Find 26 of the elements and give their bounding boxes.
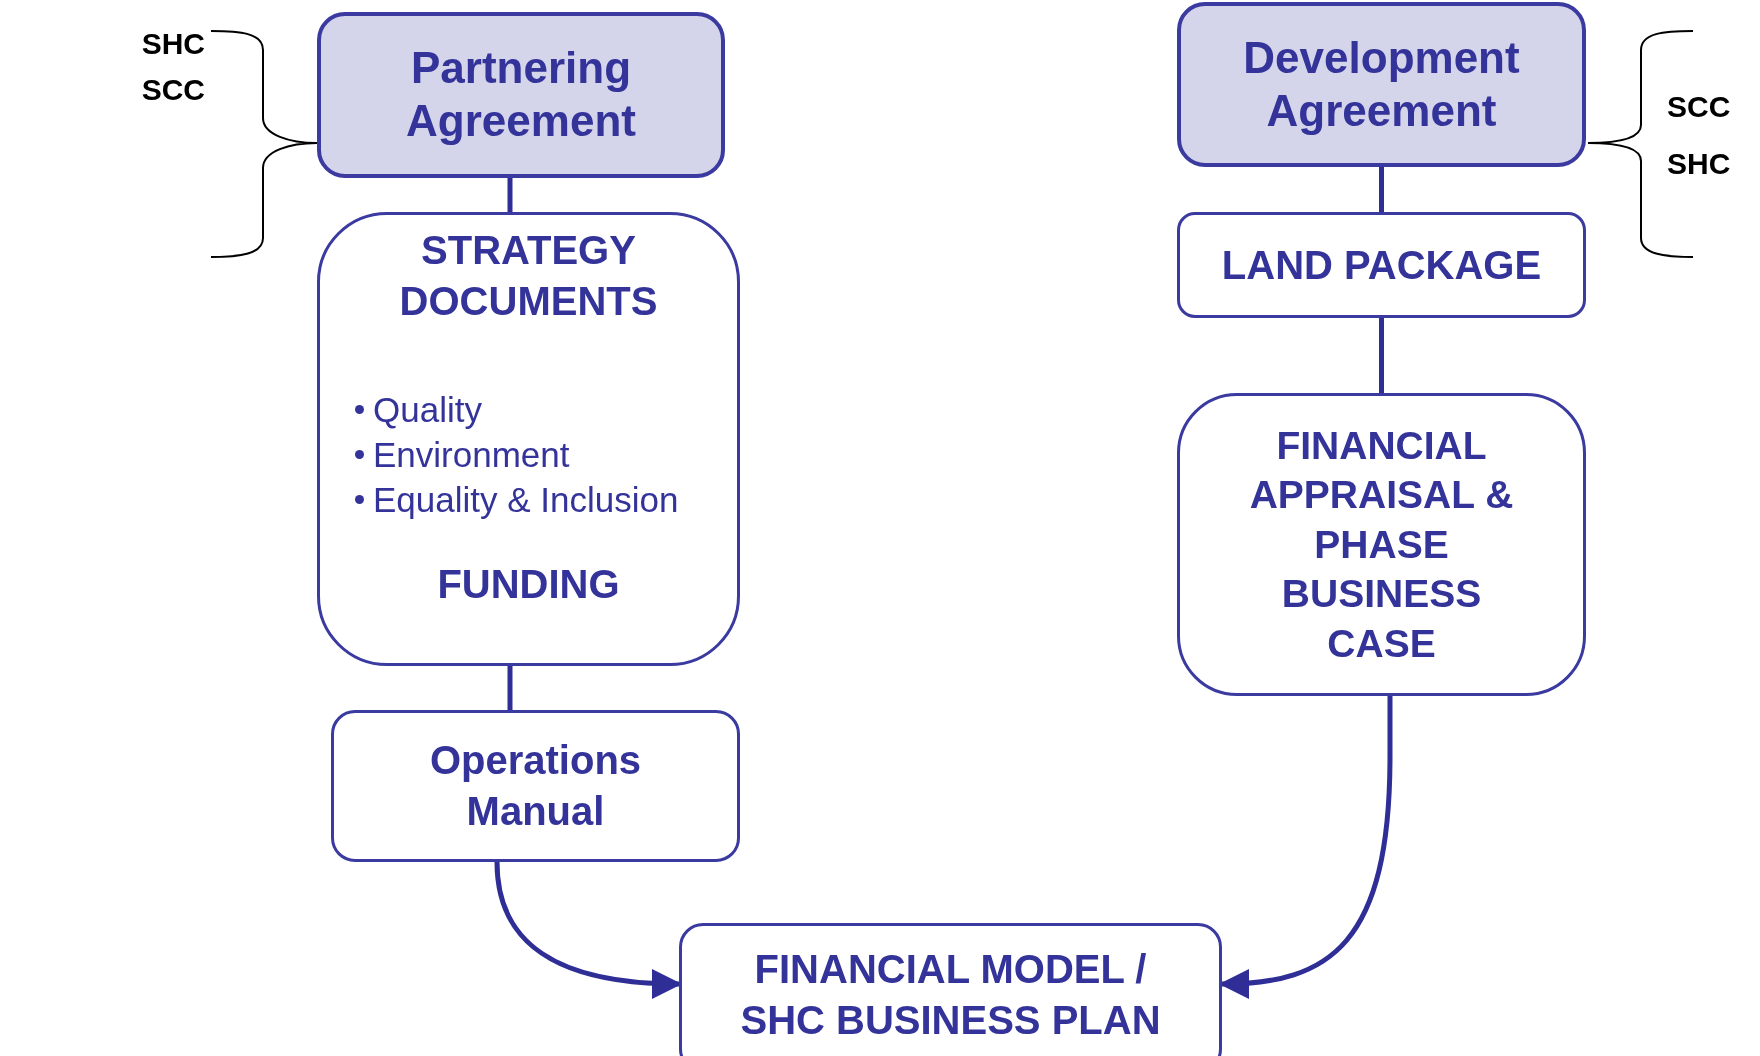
box-label: Development Agreement (1242, 31, 1521, 137)
connector-line (1379, 167, 1384, 212)
party-label: SHC (1667, 147, 1731, 181)
box-label: FINANCIAL MODEL / SHC BUSINESS PLAN (739, 946, 1162, 1044)
bullet-item: Quality (373, 388, 482, 431)
connector-line (507, 666, 513, 710)
connector-line (507, 178, 513, 212)
process-box (679, 923, 1222, 1056)
agreement-box (317, 12, 725, 178)
process-box (1177, 212, 1586, 318)
process-box (331, 710, 740, 862)
connector-line (1379, 318, 1384, 393)
box-label: LAND PACKAGE (1221, 241, 1542, 289)
box-label: Operations Manual (428, 737, 643, 835)
party-label: SHC (141, 27, 205, 61)
box-label: FINANCIAL APPRAISAL & PHASE BUSINESS CASE (1248, 422, 1515, 667)
party-label: SCC (141, 73, 205, 107)
party-label: SCC (1667, 90, 1731, 124)
agreement-box (1177, 2, 1586, 167)
box-label: Partnering Agreement (405, 42, 637, 147)
box-heading: FUNDING (437, 561, 620, 607)
bullet-item: Environment (373, 433, 570, 476)
bullet-item: Equality & Inclusion (373, 478, 679, 521)
process-box (317, 212, 740, 666)
process-box (1177, 393, 1586, 696)
box-heading: STRATEGY DOCUMENTS (398, 227, 659, 325)
